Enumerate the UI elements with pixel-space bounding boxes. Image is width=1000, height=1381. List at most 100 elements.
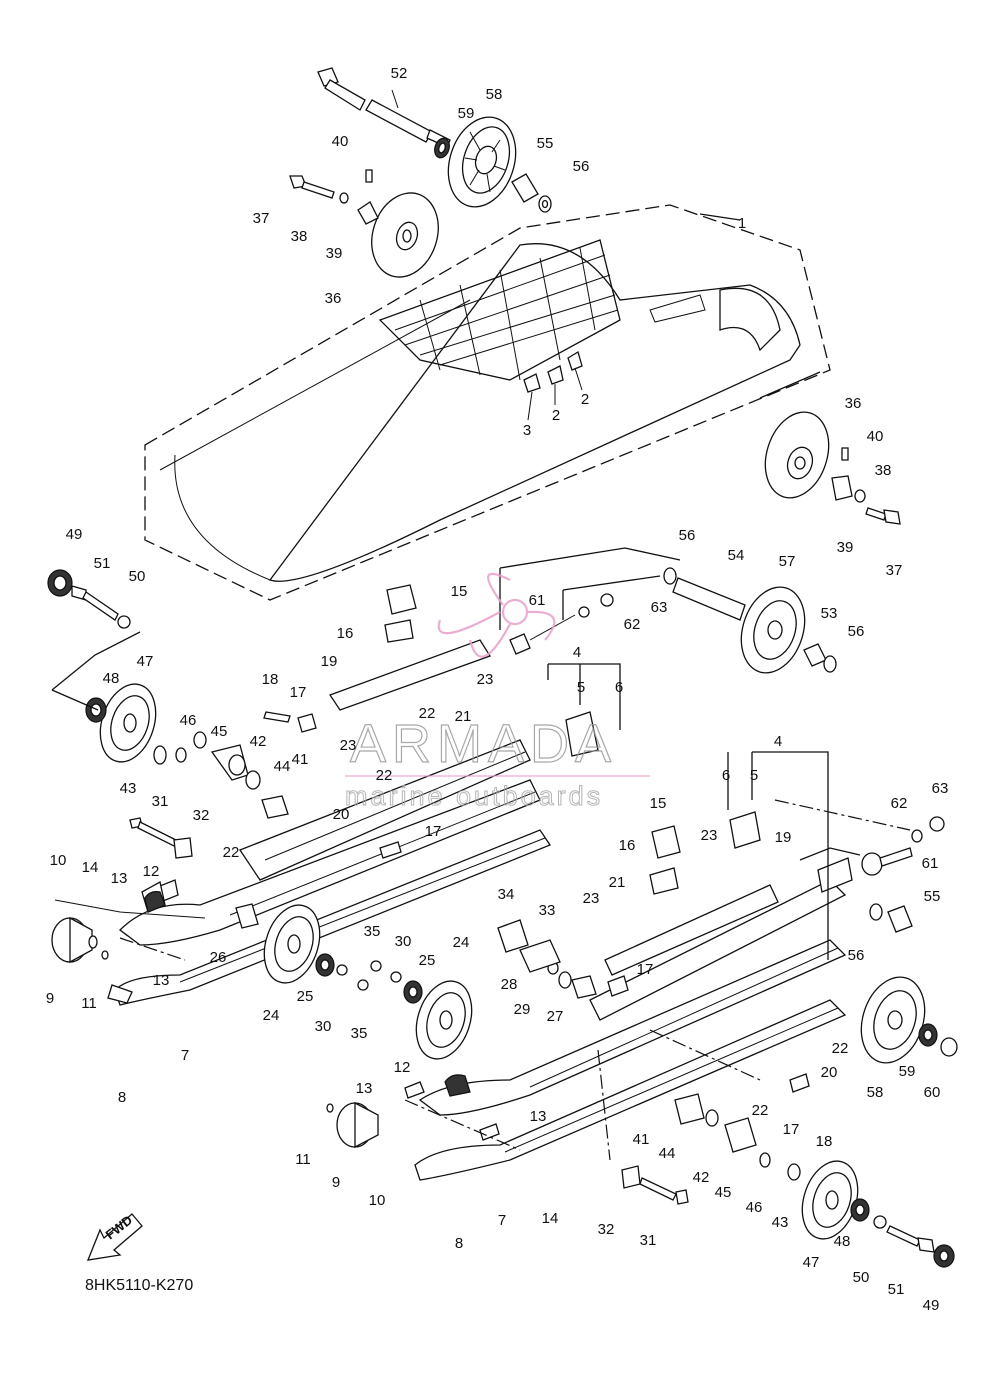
callout-c56d: 56: [848, 947, 865, 964]
callout-c26: 26: [210, 949, 227, 966]
left-rail-assembly: [51, 584, 551, 1060]
callout-c61a: 61: [529, 592, 546, 609]
callout-c21b: 21: [609, 874, 626, 891]
callout-c53: 53: [821, 605, 838, 622]
callout-c62b: 62: [891, 795, 908, 812]
callout-c9b: 9: [332, 1174, 340, 1191]
callout-c4b: 4: [774, 733, 782, 750]
callout-c43a: 43: [120, 780, 137, 797]
callout-c50b: 50: [853, 1269, 870, 1286]
callout-c22a: 22: [419, 705, 436, 722]
callout-c17d: 17: [783, 1121, 800, 1138]
rear-axle-assembly: [289, 67, 552, 278]
track: [144, 204, 831, 601]
callout-c7a: 7: [181, 1047, 189, 1064]
callout-c41a: 41: [292, 751, 309, 768]
callout-c45a: 45: [211, 723, 228, 740]
callout-c34: 34: [498, 886, 515, 903]
callout-c41b: 41: [633, 1131, 650, 1148]
callout-c13b: 13: [153, 972, 170, 989]
callout-c61b: 61: [922, 855, 939, 872]
callout-c17b: 17: [425, 823, 442, 840]
callout-c18a: 18: [262, 671, 279, 688]
callout-c55b: 55: [924, 888, 941, 905]
callout-c5b: 5: [750, 767, 758, 784]
callout-c46b: 46: [746, 1199, 763, 1216]
callout-c60: 60: [924, 1084, 941, 1101]
callout-c37b: 37: [886, 562, 903, 579]
callout-c63b: 63: [932, 780, 949, 797]
track-clips: [523, 351, 583, 421]
callout-c44a: 44: [274, 758, 291, 775]
callout-c17c: 17: [637, 961, 654, 978]
callout-c20a: 20: [333, 806, 350, 823]
callout-c22e: 22: [752, 1102, 769, 1119]
callout-c11b: 11: [295, 1151, 311, 1168]
callout-c38b: 38: [875, 462, 892, 479]
callout-c10a: 10: [50, 852, 67, 869]
callout-c48a: 48: [103, 670, 120, 687]
callout-c29: 29: [514, 1001, 531, 1018]
watermark-brand: ARMADA: [350, 714, 617, 774]
callout-c28: 28: [501, 976, 518, 993]
callout-c31a: 31: [152, 793, 169, 810]
callout-c24a: 24: [453, 934, 470, 951]
fwd-arrow-icon: FWD: [86, 1212, 143, 1261]
callout-c2b: 2: [552, 407, 560, 424]
reference-lines: [119, 799, 911, 1161]
callout-c56b: 56: [679, 527, 696, 544]
callout-c43b: 43: [772, 1214, 789, 1231]
callout-c40b: 40: [867, 428, 884, 445]
callout-c13c: 13: [356, 1080, 373, 1097]
right-rail-assembly: [326, 663, 958, 1268]
callout-c55a: 55: [537, 135, 554, 152]
callout-c8b: 8: [455, 1235, 463, 1252]
callout-c13a: 13: [111, 870, 128, 887]
callout-c24b: 24: [263, 1007, 280, 1024]
callout-c57: 57: [779, 553, 796, 570]
callout-c39b: 39: [837, 539, 854, 556]
callout-c33: 33: [539, 902, 556, 919]
callout-c19b: 19: [775, 829, 792, 846]
diagram-code: 8HK5110-K270: [85, 1277, 193, 1294]
callout-c23c: 23: [701, 827, 718, 844]
callout-c22b: 22: [376, 767, 393, 784]
callout-c56c: 56: [848, 623, 865, 640]
callout-c27: 27: [547, 1008, 564, 1025]
watermark-tagline: marine outboards: [345, 781, 603, 811]
callout-c56a: 56: [573, 158, 590, 175]
callout-c59b: 59: [899, 1063, 916, 1080]
callout-c11a: 11: [81, 995, 97, 1012]
callout-c15a: 15: [451, 583, 468, 600]
callout-c58a: 58: [486, 86, 503, 103]
callout-c30a: 30: [395, 933, 412, 950]
callout-c45b: 45: [715, 1184, 732, 1201]
callout-c5a: 5: [577, 679, 585, 696]
callout-c23a: 23: [477, 671, 494, 688]
callout-c51a: 51: [94, 555, 111, 572]
callout-c59a: 59: [458, 105, 475, 122]
callout-c30b: 30: [315, 1018, 332, 1035]
callout-c51b: 51: [888, 1281, 905, 1298]
callout-c16b: 16: [619, 837, 636, 854]
callout-c36b: 36: [845, 395, 862, 412]
callout-c12a: 12: [143, 863, 160, 880]
callout-c37a: 37: [253, 210, 270, 227]
callout-c3: 3: [523, 422, 531, 439]
callout-c20b: 20: [821, 1064, 838, 1081]
callout-c42b: 42: [693, 1169, 710, 1186]
callout-c19a: 19: [321, 653, 338, 670]
callout-c14a: 14: [82, 859, 99, 876]
callout-c54: 54: [728, 547, 745, 564]
callout-c32a: 32: [193, 807, 210, 824]
callout-c31b: 31: [640, 1232, 657, 1249]
callout-c42a: 42: [250, 733, 267, 750]
callout-c18b: 18: [816, 1133, 833, 1150]
callout-c39a: 39: [326, 245, 343, 262]
center-axle-assembly: [499, 547, 837, 674]
callout-c6a: 6: [615, 679, 623, 696]
callout-c22c: 22: [223, 844, 240, 861]
callout-c52: 52: [391, 65, 408, 82]
